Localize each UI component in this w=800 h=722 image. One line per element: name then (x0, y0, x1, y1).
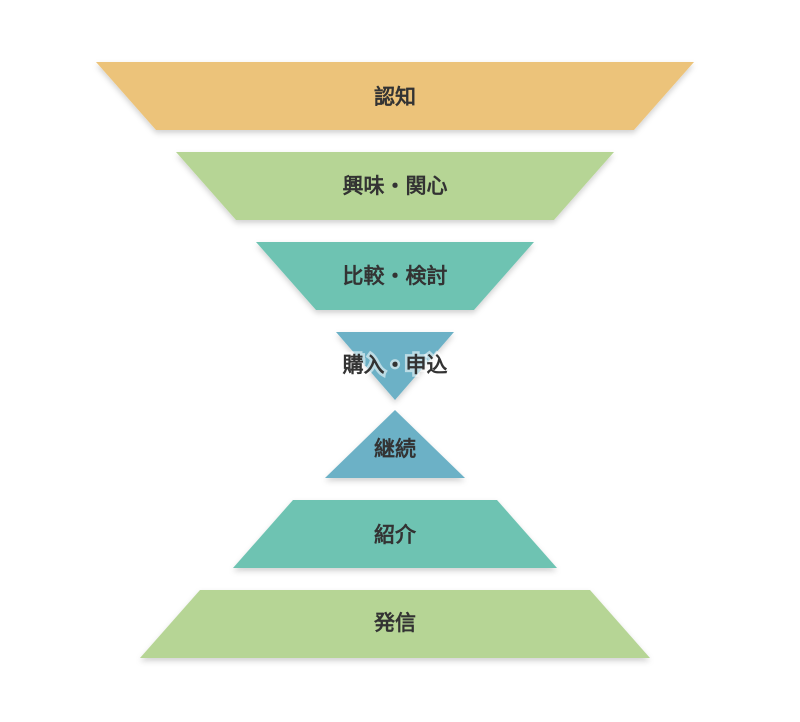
stage-awareness-label: 認知 (374, 85, 416, 109)
stage-referral: 紹介 (233, 500, 557, 568)
stage-comparison-label: 比較・検討 (343, 264, 448, 288)
stage-retention-shape (325, 410, 465, 478)
stage-awareness: 認知 (96, 62, 694, 130)
stage-interest: 興味・関心 (176, 152, 614, 220)
stage-retention-label: 継続 (374, 437, 416, 461)
stage-comparison-shape (256, 242, 534, 310)
stage-awareness-shape (96, 62, 694, 130)
stage-advocacy-label: 発信 (373, 611, 416, 635)
stage-purchase: 購入・申込 (336, 332, 454, 400)
stage-purchase-label: 購入・申込 (342, 353, 448, 377)
stage-referral-shape (233, 500, 557, 568)
stage-retention: 継続 (325, 410, 465, 478)
stage-advocacy-shape (140, 590, 650, 658)
stage-comparison: 比較・検討 (256, 242, 534, 310)
stage-purchase-shape (336, 332, 454, 400)
stage-advocacy: 発信 (140, 590, 650, 658)
stage-interest-shape (176, 152, 614, 220)
stage-referral-label: 紹介 (374, 523, 417, 547)
stage-interest-label: 興味・関心 (343, 174, 448, 198)
